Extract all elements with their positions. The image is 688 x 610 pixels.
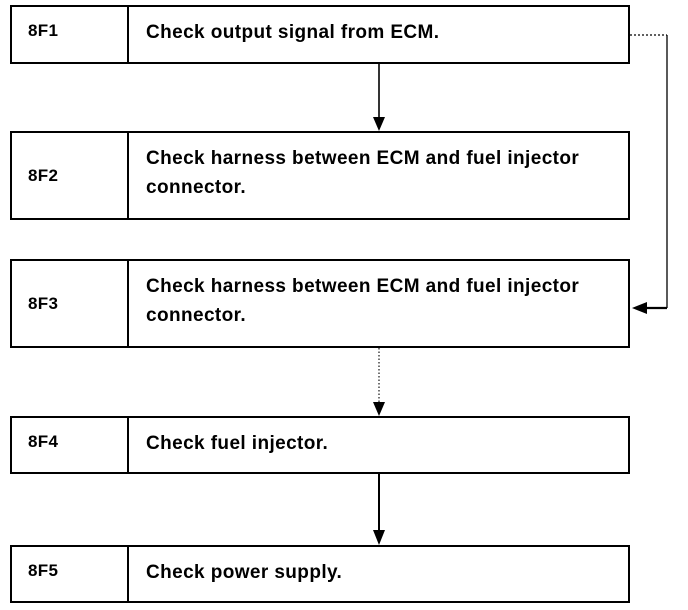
step-description: Check harness between ECM and fuel injec… <box>146 148 580 198</box>
arrow-8f4-to-8f5 <box>373 474 385 545</box>
step-code: 8F2 <box>12 133 129 218</box>
step-box-8f3: 8F3 Check harness between ECM and fuel i… <box>10 259 630 348</box>
step-box-8f5: 8F5 Check power supply. <box>10 545 630 603</box>
step-box-8f4: 8F4 Check fuel injector. <box>10 416 630 474</box>
step-box-8f1: 8F1 Check output signal from ECM. <box>10 5 630 64</box>
step-box-8f2: 8F2 Check harness between ECM and fuel i… <box>10 131 630 220</box>
step-code: 8F4 <box>12 418 129 472</box>
step-code: 8F5 <box>12 547 129 601</box>
step-description: Check fuel injector. <box>146 433 329 454</box>
arrow-8f1-to-8f2 <box>373 64 385 131</box>
arrow-8f3-to-8f4 <box>373 348 385 416</box>
bypass-arrow-8f1-to-8f3 <box>630 34 668 314</box>
step-code: 8F3 <box>12 261 129 346</box>
step-description: Check harness between ECM and fuel injec… <box>146 276 580 326</box>
step-description: Check output signal from ECM. <box>146 22 440 43</box>
step-description: Check power supply. <box>146 562 343 583</box>
step-code: 8F1 <box>12 7 129 62</box>
